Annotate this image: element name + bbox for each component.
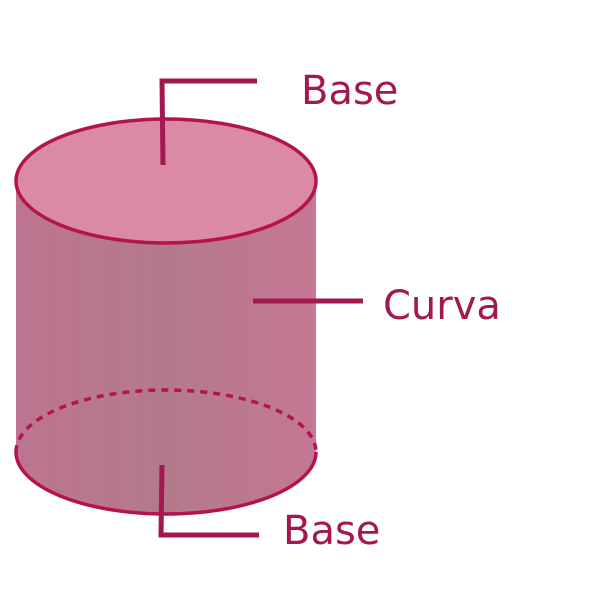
cylinder-lateral-surface [16,181,316,514]
top-base-label: Base [301,68,398,114]
bottom-base-front-edge [14,451,318,516]
top-base-face [14,117,318,245]
bottom-base-label: Base [283,508,380,554]
bottom-base-leader-line [158,464,259,538]
top-base-leader-line [159,78,257,166]
lateral-surface-label: Curva [383,283,501,329]
bottom-base-hidden-edge [14,388,318,453]
